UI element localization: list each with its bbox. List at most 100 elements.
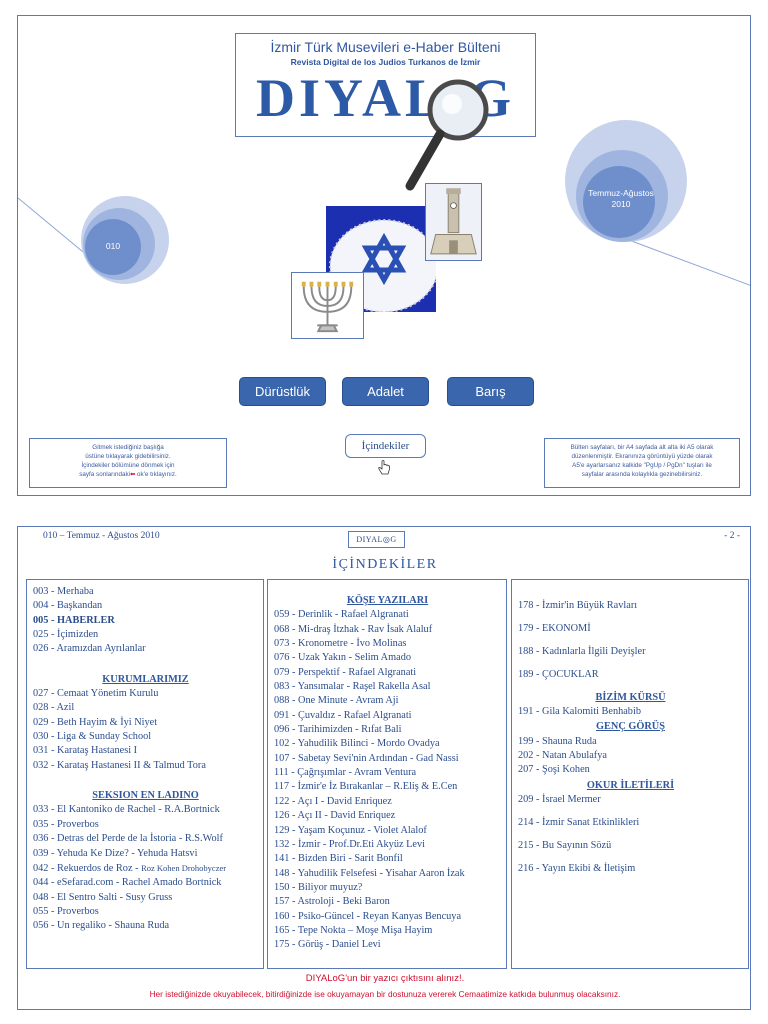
contents-link[interactable]: 031 - Karataş Hastanesi I <box>33 744 258 758</box>
contents-link[interactable]: 191 - Gila Kalomiti Benhabib <box>518 705 743 719</box>
contents-link[interactable]: 076 - Uzak Yakın - Selim Amado <box>274 651 501 665</box>
contents-link[interactable]: 117 - İzmir'e İz Bırakanlar – R.Eliş & E… <box>274 780 501 794</box>
contents-link[interactable]: 030 - Liga & Sunday School <box>33 730 258 744</box>
contents-link[interactable]: 028 - Azil <box>33 701 258 715</box>
contents-link[interactable]: 141 - Bizden Biri - Sarit Bonfil <box>274 852 501 866</box>
contents-link[interactable]: 216 - Yayın Ekibi & İletişim <box>518 862 743 876</box>
note-left-line-4: sayfa sonlarındaki⬅ ok'e tıklayınız. <box>30 470 226 479</box>
contents-link[interactable]: 059 - Derinlik - Rafael Algranati <box>274 608 501 622</box>
contents-link[interactable]: 096 - Tarihimizden - Rıfat Bali <box>274 723 501 737</box>
contents-link-text: 039 - Yehuda Ke Dize? - Yehuda Hatsvi <box>33 847 198 859</box>
issue-date-circles <box>565 120 687 242</box>
contents-link[interactable]: 111 - Çağrışımlar - Avram Ventura <box>274 766 501 780</box>
section-heading-reader-messages: OKUR İLETİLERİ <box>586 779 675 791</box>
contents-link[interactable]: 189 - ÇOCUKLAR <box>518 668 743 682</box>
note-right-line-4: sayfalar arasında kolaylıkla gezinebilir… <box>581 471 703 478</box>
contents-link-text: 031 - Karataş Hastanesi I <box>33 745 138 757</box>
contents-link[interactable]: 026 - Aramızdan Ayrılanlar <box>33 642 258 656</box>
contents-link[interactable]: 150 - Biliyor muyuz? <box>274 881 501 895</box>
contents-link[interactable]: 102 - Yahudilik Bilinci - Mordo Ovadya <box>274 737 501 751</box>
contents-link-text: 132 - İzmir - Prof.Dr.Eti Akyüz Levi <box>274 838 425 850</box>
issue-date-month: Temmuz-Ağustos <box>588 188 654 198</box>
misc-list: 178 - İzmir'in Büyük Ravları 179 - EKONOM… <box>518 599 743 682</box>
menorah-image <box>291 272 364 339</box>
contents-link[interactable]: 178 - İzmir'in Büyük Ravları <box>518 599 743 613</box>
table-of-contents-button[interactable]: İçindekiler <box>345 434 426 458</box>
contents-link[interactable]: 209 - İsrael Mermer <box>518 793 743 807</box>
contents-link[interactable]: 079 - Perspektif - Rafael Algranati <box>274 666 501 680</box>
hand-pointer-icon[interactable] <box>377 460 391 476</box>
contents-link-text: 073 - Kronometre - İvo Molinas <box>274 638 407 650</box>
contents-link[interactable]: 035 - Proverbos <box>33 818 258 832</box>
contents-link[interactable]: 132 - İzmir - Prof.Dr.Eti Akyüz Levi <box>274 838 501 852</box>
contents-link[interactable]: 091 - Çuvaldız - Rafael Algranati <box>274 709 501 723</box>
contents-link-text: 044 - eSefarad.com - Rachel Amado Bortni… <box>33 877 222 889</box>
contents-link[interactable]: 129 - Yaşam Koçunuz - Violet Alalof <box>274 824 501 838</box>
contents-link[interactable]: 005 - HABERLER <box>33 614 258 628</box>
contents-link-text: 025 - İçimizden <box>33 629 99 641</box>
contents-link[interactable]: 003 - Merhaba <box>33 585 258 599</box>
contents-link-text: 107 - Sabetay Sevi'nin Ardından - Gad Na… <box>274 752 459 764</box>
contents-link[interactable]: 202 - Natan Abulafya <box>518 749 743 763</box>
note-right-line-2: düzenlenmiştir. Ekranınıza görüntüyü yüz… <box>571 453 713 460</box>
contents-link[interactable]: 148 - Yahudilik Felsefesi - Yisahar Aaro… <box>274 867 501 881</box>
contents-link[interactable]: 033 - El Kantoniko de Rachel - R.A.Bortn… <box>33 803 258 817</box>
issue-date: Temmuz-Ağustos 2010 <box>578 188 664 210</box>
contents-link[interactable]: 032 - Karataş Hastanesi II & Talmud Tora <box>33 759 258 773</box>
contents-link-text: 036 - Detras del Perde de la İstoria - R… <box>33 833 223 845</box>
contents-link-text: 111 - Çağrışımlar - Avram Ventura <box>274 767 417 779</box>
contents-link-text: 150 - Biliyor muyuz? <box>274 881 363 893</box>
contents-column-2: KÖŞE YAZILARI 059 - Derinlik - Rafael Al… <box>267 579 507 969</box>
contents-link[interactable]: 165 - Tepe Nokta – Moşe Mişa Hayim <box>274 924 501 938</box>
value-button-honesty[interactable]: Dürüstlük <box>239 377 326 406</box>
contents-link-text: 004 - Başkandan <box>33 600 103 612</box>
issue-header: 010 – Temmuz - Ağustos 2010 <box>43 531 160 541</box>
contents-link[interactable]: 048 - El Sentro Salti - Susy Gruss <box>33 891 258 905</box>
contents-link[interactable]: 042 - Rekuerdos de Roz - Roz Kohen Droho… <box>33 861 258 876</box>
contents-link[interactable]: 036 - Detras del Perde de la İstoria - R… <box>33 832 258 846</box>
contents-link[interactable]: 029 - Beth Hayim & İyi Niyet <box>33 716 258 730</box>
contents-link[interactable]: 215 - Bu Sayının Sözü <box>518 839 743 853</box>
contents-link-text: 189 - ÇOCUKLAR <box>518 668 599 680</box>
contents-link-text: 091 - Çuvaldız - Rafael Algranati <box>274 709 412 721</box>
contents-link[interactable]: 107 - Sabetay Sevi'nin Ardından - Gad Na… <box>274 752 501 766</box>
contents-link[interactable]: 088 - One Minute - Avram Aji <box>274 694 501 708</box>
contents-link[interactable]: 214 - İzmir Sanat Etkinlikleri <box>518 816 743 830</box>
our-pulpit-list: 191 - Gila Kalomiti Benhabib <box>518 705 743 719</box>
contents-link-text: 088 - One Minute - Avram Aji <box>274 695 399 707</box>
contents-link-text: 126 - Açı II - David Enriquez <box>274 810 396 822</box>
section-heading-our-pulpit: BİZİM KÜRSÜ <box>595 691 666 703</box>
section-heading-institutions: KURUMLARIMIZ <box>102 673 189 685</box>
contents-link[interactable]: 025 - İçimizden <box>33 628 258 642</box>
contents-link[interactable]: 044 - eSefarad.com - Rachel Amado Bortni… <box>33 876 258 890</box>
contents-link[interactable]: 039 - Yehuda Ke Dize? - Yehuda Hatsvi <box>33 847 258 861</box>
contents-link[interactable]: 160 - Psiko-Güncel - Reyan Kanyas Bencuy… <box>274 910 501 924</box>
contents-link[interactable]: 122 - Açı I - David Enriquez <box>274 795 501 809</box>
contents-link[interactable]: 056 - Un regaliko - Shauna Ruda <box>33 919 258 933</box>
value-button-justice[interactable]: Adalet <box>342 377 429 406</box>
contents-link[interactable]: 055 - Proverbos <box>33 905 258 919</box>
contents-link-text: 033 - El Kantoniko de Rachel - R.A.Bortn… <box>33 804 220 816</box>
contents-link[interactable]: 175 - Görüş - Daniel Levi <box>274 938 501 952</box>
contents-link-text: 157 - Astroloji - Beki Baron <box>274 896 390 908</box>
contents-link[interactable]: 073 - Kronometre - İvo Molinas <box>274 637 501 651</box>
contents-link[interactable]: 027 - Cemaat Yönetim Kurulu <box>33 687 258 701</box>
contents-link[interactable]: 179 - EKONOMİ <box>518 622 743 636</box>
value-button-peace[interactable]: Barış <box>447 377 534 406</box>
contents-link[interactable]: 207 - Şoşi Kohen <box>518 763 743 777</box>
contents-link[interactable]: 157 - Astroloji - Beki Baron <box>274 895 501 909</box>
contents-link[interactable]: 068 - Mi-draş İtzhak - Rav İsak Alaluf <box>274 623 501 637</box>
contents-link[interactable]: 004 - Başkandan <box>33 599 258 613</box>
note-left-line-4a: sayfa sonlarındaki <box>79 471 131 478</box>
navigation-note: Gitmek istediğiniz başlığa üstüne tıklay… <box>29 438 227 488</box>
contents-link-text: 141 - Bizden Biri - Sarit Bonfil <box>274 853 403 865</box>
contents-page: 010 – Temmuz - Ağustos 2010 DIYAL◎G - 2 … <box>17 526 751 1010</box>
contents-link[interactable]: 126 - Açı II - David Enriquez <box>274 809 501 823</box>
contents-link-text: 035 - Proverbos <box>33 818 99 830</box>
contents-link[interactable]: 199 - Shauna Ruda <box>518 735 743 749</box>
contents-link[interactable]: 083 - Yansımalar - Raşel Rakella Asal <box>274 680 501 694</box>
contents-link[interactable]: 188 - Kadınlarla İlgili Deyişler <box>518 645 743 659</box>
note-left-line-2: üstüne tıklayarak gidebilirsiniz. <box>85 453 171 460</box>
footer-line-1: 'un bir yazıcı çıktısını alınız!. <box>345 973 465 984</box>
